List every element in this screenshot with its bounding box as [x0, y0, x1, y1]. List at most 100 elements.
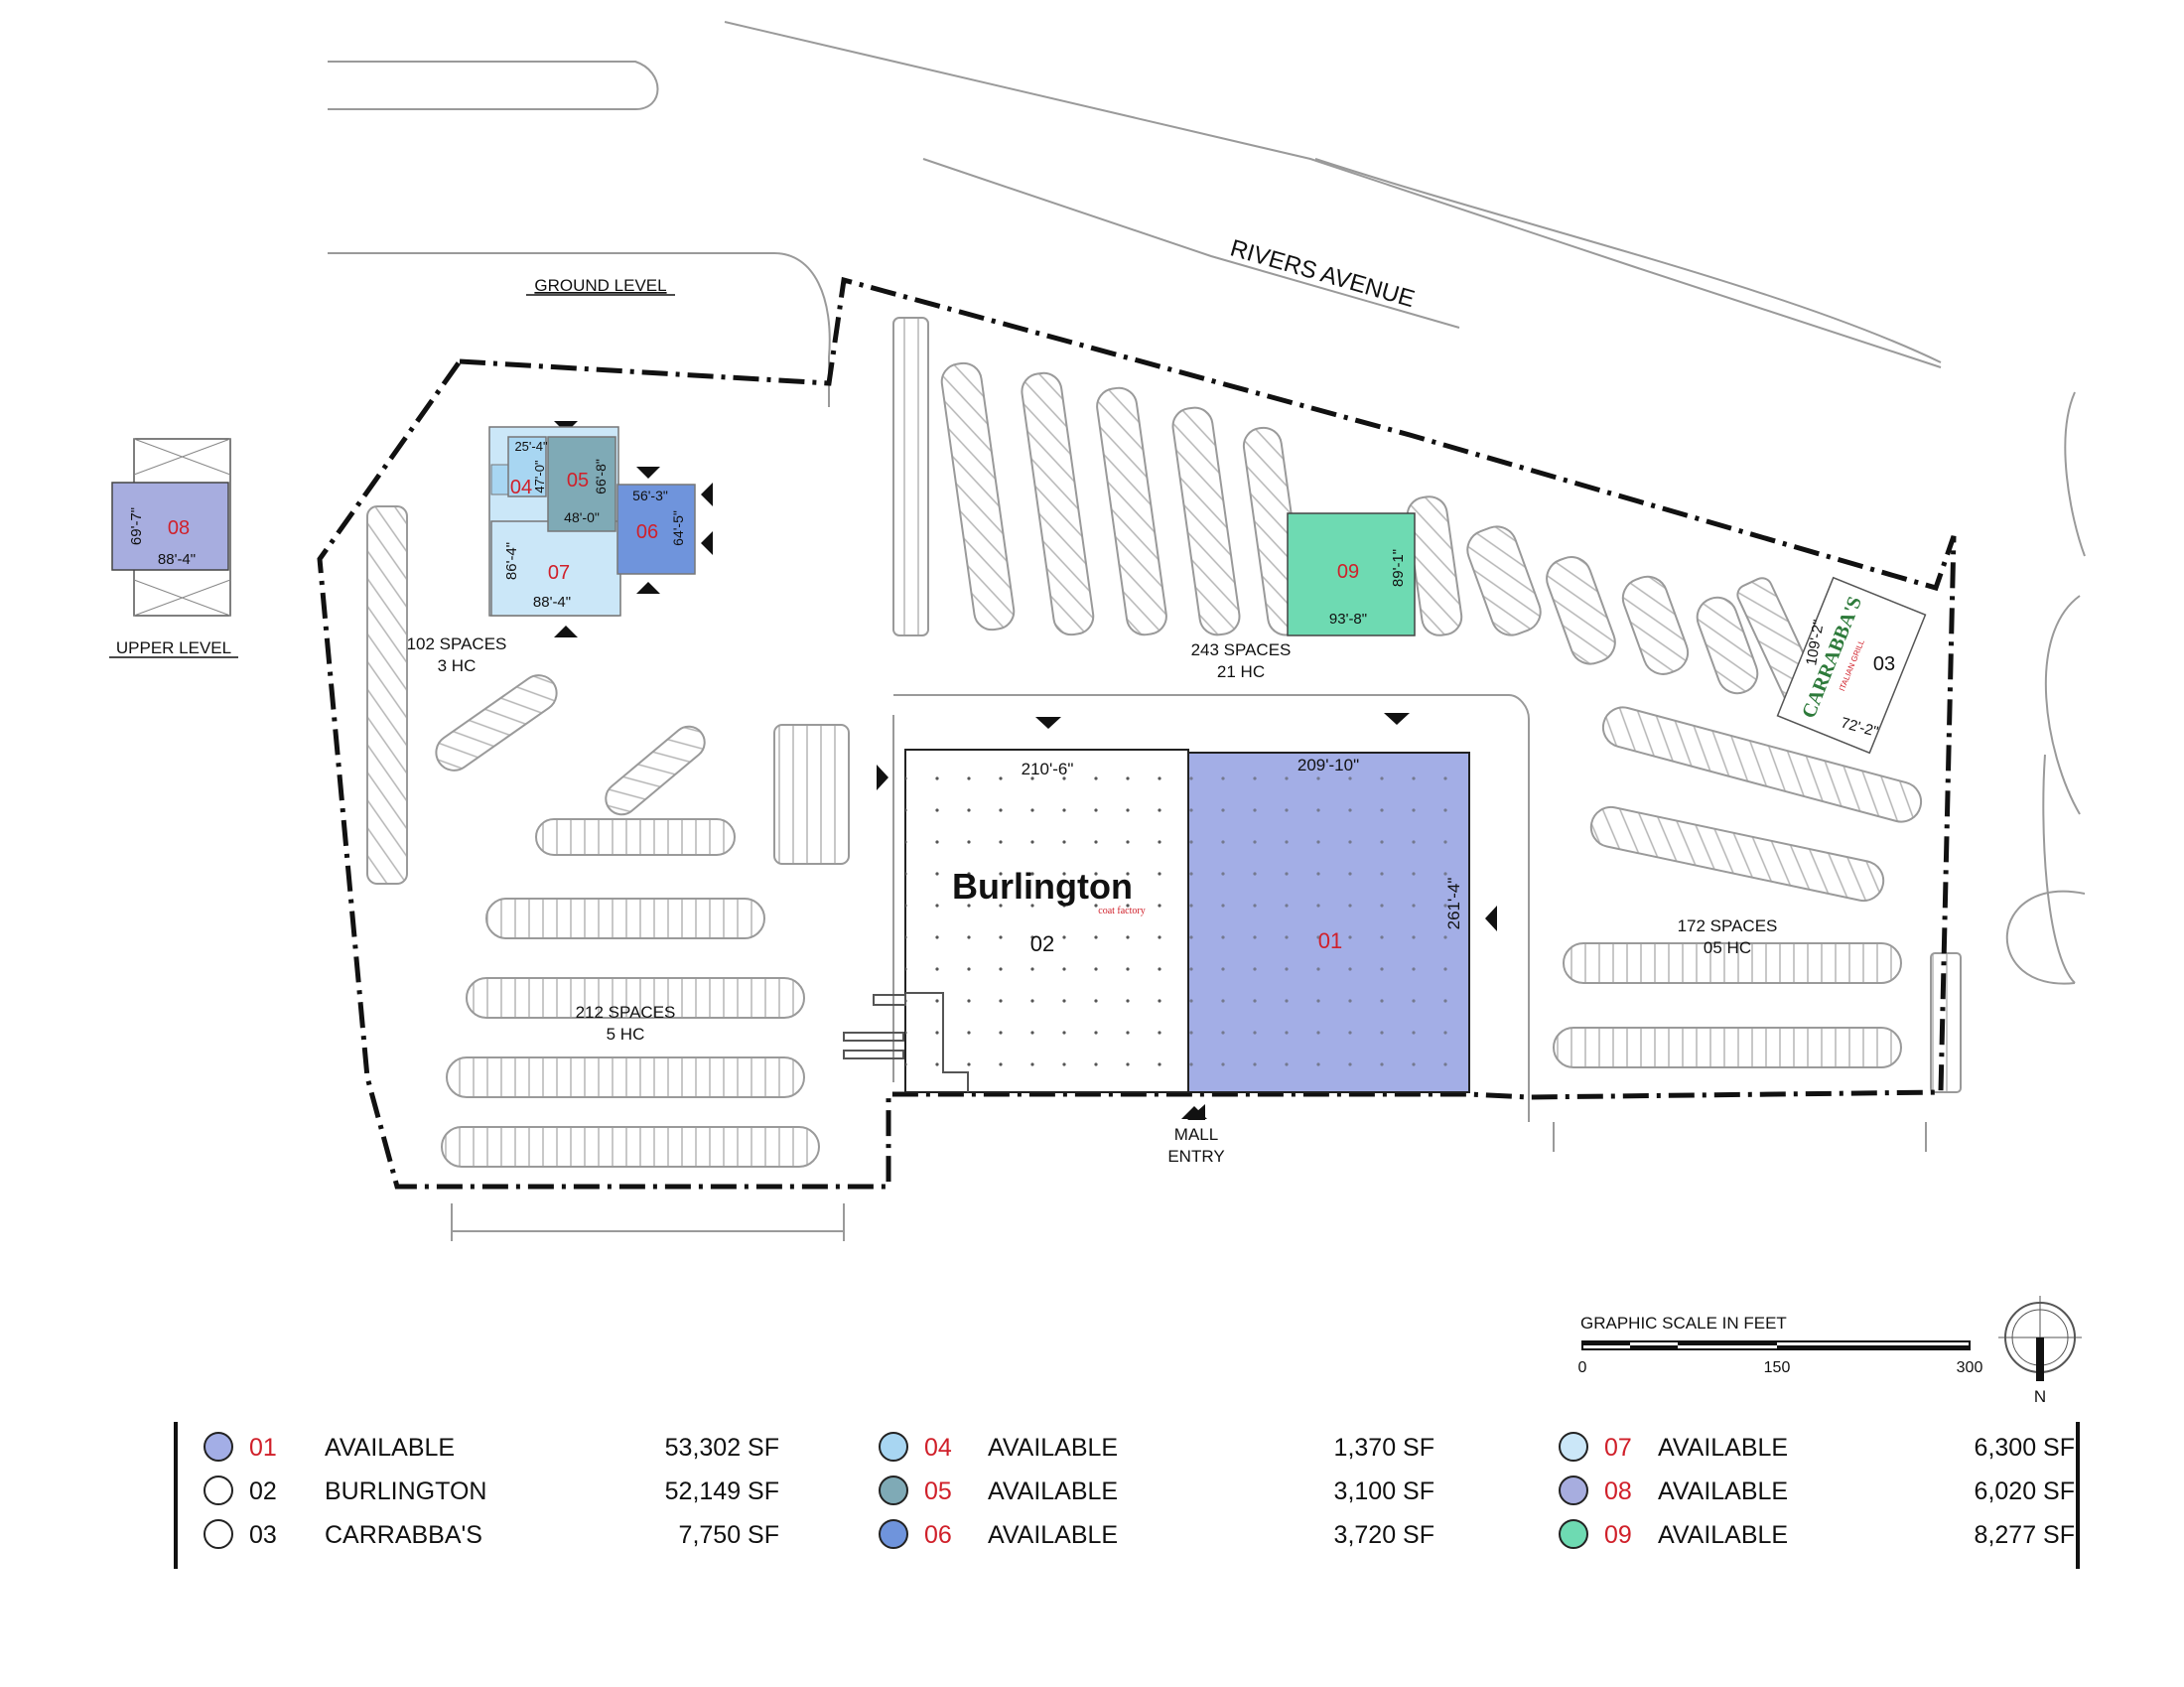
- legend-tenant-name: AVAILABLE: [988, 1521, 1119, 1549]
- parking-hc-1: 3 HC: [438, 656, 477, 675]
- building-02-burlington[interactable]: Burlington coat factory 02 210'-6": [904, 749, 1189, 1093]
- unit-02-width: 210'-6": [1022, 760, 1074, 778]
- legend-swatch-03: [204, 1519, 233, 1549]
- legend-tenant-name: BURLINGTON: [325, 1477, 487, 1505]
- legend-area: 52,149 SF: [664, 1477, 779, 1505]
- parking-count-1: 102 SPACES: [407, 634, 507, 653]
- unit-03-carrabbas[interactable]: CARRABBA'S ITALIAN GRILL: [1776, 576, 1927, 755]
- unit-05-depth: 66'-8": [593, 459, 609, 494]
- legend-row-04[interactable]: 04 AVAILABLE 1,370 SF: [879, 1428, 1434, 1472]
- legend-swatch-04: [879, 1432, 908, 1462]
- legend-code: 06: [924, 1521, 952, 1549]
- legend-area: 7,750 SF: [678, 1521, 779, 1549]
- burlington-logo-sub: coat factory: [1098, 906, 1145, 916]
- scale-tick-150: 150: [1764, 1359, 1791, 1376]
- legend-tenant-name: AVAILABLE: [1658, 1434, 1789, 1462]
- unit-03-code: 03: [1873, 653, 1895, 675]
- parking-count-2: 243 SPACES: [1191, 640, 1292, 659]
- legend-tenant-name: AVAILABLE: [988, 1477, 1119, 1505]
- burlington-logo: Burlington: [952, 866, 1133, 907]
- unit-08-code: 08: [168, 517, 190, 539]
- mall-entry-label-1: MALL: [1174, 1125, 1218, 1144]
- legend-area: 8,277 SF: [1974, 1521, 2075, 1549]
- unit-04-width: 25'-4": [514, 439, 548, 454]
- legend-area: 6,020 SF: [1974, 1477, 2075, 1505]
- legend-code: 09: [1604, 1521, 1632, 1549]
- unit-09-depth: 89'-1": [1390, 549, 1407, 587]
- unit-06-shop[interactable]: 06 56'-3" 64'-5": [616, 484, 696, 575]
- loading-dock: [843, 992, 969, 1092]
- legend-swatch-02: [204, 1476, 233, 1505]
- unit-09-code: 09: [1337, 561, 1359, 583]
- legend-tenant-name: AVAILABLE: [325, 1434, 456, 1462]
- legend-row-02[interactable]: 02 BURLINGTON 52,149 SF: [204, 1472, 779, 1515]
- unit-07-depth: 86'-4": [503, 542, 520, 580]
- legend-code: 07: [1604, 1434, 1632, 1462]
- parking-hc-2: 21 HC: [1217, 662, 1265, 681]
- legend-code: 05: [924, 1477, 952, 1505]
- legend-row-06[interactable]: 06 AVAILABLE 3,720 SF: [879, 1515, 1434, 1559]
- legend-code: 02: [249, 1477, 277, 1505]
- unit-02-code: 02: [1030, 931, 1054, 956]
- legend-area: 1,370 SF: [1333, 1434, 1434, 1462]
- graphic-scale: GRAPHIC SCALE IN FEET 0 150 300: [1578, 1314, 1983, 1376]
- building-01-available[interactable]: 01 209'-10" 261'-4": [1187, 752, 1470, 1093]
- legend-code: 08: [1604, 1477, 1632, 1505]
- unit-04-depth: 47'-0": [532, 460, 547, 493]
- parking-count-4: 172 SPACES: [1678, 916, 1778, 935]
- parking-count-3: 212 SPACES: [576, 1003, 676, 1022]
- legend-swatch-06: [879, 1519, 908, 1549]
- legend-swatch-07: [1559, 1432, 1588, 1462]
- legend-swatch-05: [879, 1476, 908, 1505]
- unit-09-pad[interactable]: 09 89'-1" 93'-8": [1287, 512, 1416, 636]
- unit-05-width: 48'-0": [564, 509, 600, 525]
- legend-code: 03: [249, 1521, 277, 1549]
- legend-row-05[interactable]: 05 AVAILABLE 3,100 SF: [879, 1472, 1434, 1515]
- scale-tick-0: 0: [1578, 1359, 1587, 1376]
- property-boundary: [317, 276, 1957, 1190]
- legend-tenant-name: AVAILABLE: [1658, 1477, 1789, 1505]
- parking-fields: [366, 317, 1962, 1168]
- legend-divider-right: [2076, 1422, 2080, 1569]
- unit-06-width: 56'-3": [632, 488, 668, 503]
- legend-area: 3,720 SF: [1333, 1521, 1434, 1549]
- unit-08-width: 88'-4": [158, 551, 196, 568]
- unit-01-width: 209'-10": [1297, 756, 1359, 774]
- unit-07-code: 07: [548, 562, 570, 584]
- road-linework: [328, 21, 2086, 1241]
- unit-04-shop[interactable]: 04 25'-4" 47'-0": [507, 436, 548, 498]
- mall-entry-label-2: ENTRY: [1167, 1147, 1224, 1166]
- north-label: N: [2034, 1387, 2046, 1406]
- parking-hc-3: 5 HC: [607, 1025, 645, 1044]
- parking-count-labels: 102 SPACES 3 HC 243 SPACES 21 HC 212 SPA…: [407, 634, 1778, 1044]
- entry-markers: [554, 421, 1497, 1120]
- legend-area: 3,100 SF: [1333, 1477, 1434, 1505]
- unit-07-shop[interactable]: 07 86'-4" 88'-4": [490, 520, 621, 617]
- legend-tenant-name: CARRABBA'S: [325, 1521, 482, 1549]
- legend-code: 04: [924, 1434, 952, 1462]
- unit-08-depth: 69'-7": [128, 507, 145, 545]
- legend-tenant-name: AVAILABLE: [988, 1434, 1119, 1462]
- legend-area: 53,302 SF: [664, 1434, 779, 1462]
- unit-06-code: 06: [636, 521, 658, 543]
- upper-level-label: UPPER LEVEL: [116, 638, 231, 657]
- scale-tick-300: 300: [1957, 1359, 1983, 1376]
- legend-row-08[interactable]: 08 AVAILABLE 6,020 SF: [1559, 1472, 2075, 1515]
- unit-08-upper-level[interactable]: 08 69'-7" 88'-4": [111, 438, 231, 617]
- unit-04-code: 04: [510, 477, 532, 498]
- unit-05-code: 05: [567, 470, 589, 492]
- unit-05-shop[interactable]: 05 66'-8" 48'-0": [547, 436, 616, 532]
- legend-swatch-08: [1559, 1476, 1588, 1505]
- unit-06-depth: 64'-5": [670, 510, 686, 546]
- legend-row-03[interactable]: 03 CARRABBA'S 7,750 SF: [204, 1515, 779, 1559]
- legend-swatch-09: [1559, 1519, 1588, 1549]
- ground-level-label: GROUND LEVEL: [534, 276, 666, 295]
